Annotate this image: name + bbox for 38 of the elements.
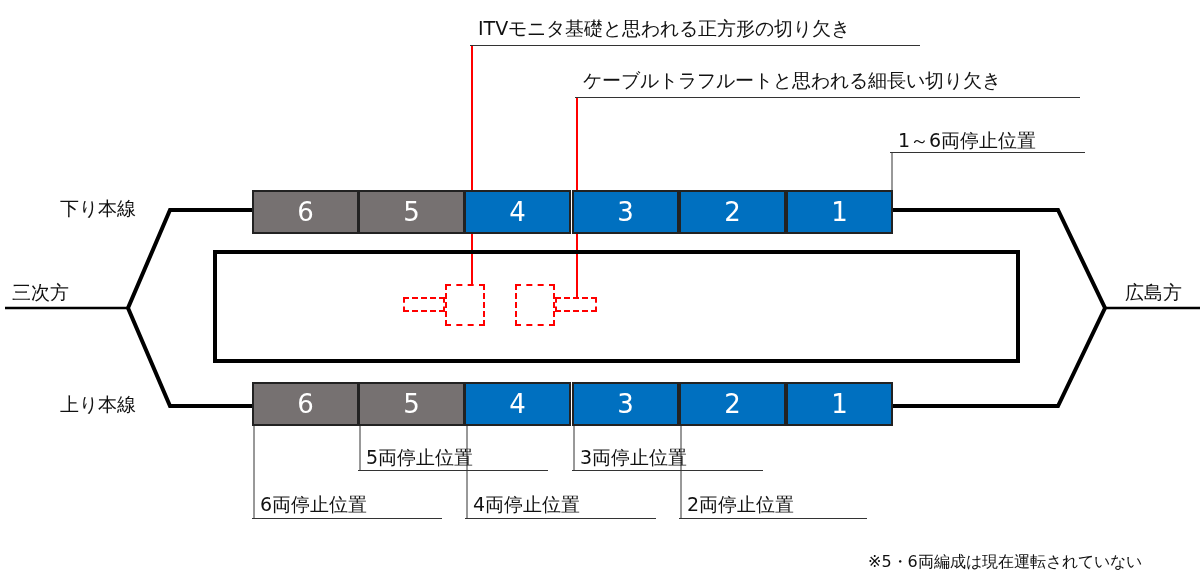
leader-line <box>891 152 893 191</box>
train-car: 1 <box>786 190 893 234</box>
leader-text: 2両停止位置 <box>679 492 867 519</box>
leader-text: 1～6両停止位置 <box>890 128 1085 153</box>
leader-line <box>253 425 255 520</box>
train-car: 6 <box>252 382 359 426</box>
direction-label: 三次方 <box>12 280 69 305</box>
leader-text: ITVモニタ基礎と思われる正方形の切り欠き <box>470 16 920 46</box>
leader-text: ケーブルトラフルートと思われる細長い切り欠き <box>575 68 1080 98</box>
platform <box>213 250 1020 363</box>
leader-text: 4両停止位置 <box>465 492 656 519</box>
leader-line <box>680 425 682 520</box>
train-car: 4 <box>464 382 571 426</box>
train-car: 5 <box>358 382 465 426</box>
direction-label: 広島方 <box>1125 280 1182 305</box>
line-label: 下り本線 <box>60 196 136 221</box>
leader-line <box>359 425 361 472</box>
track-line <box>893 208 1108 408</box>
cutout <box>445 284 485 326</box>
cutout <box>515 284 555 326</box>
train-car: 1 <box>786 382 893 426</box>
leader-text: 5両停止位置 <box>358 445 548 471</box>
track-line <box>125 208 252 408</box>
leader-line <box>466 425 468 520</box>
leader-line <box>573 425 575 472</box>
cutout <box>555 297 597 312</box>
train-car: 3 <box>572 190 679 234</box>
line-label: 上り本線 <box>60 392 136 417</box>
train-car: 4 <box>464 190 571 234</box>
train-car: 5 <box>358 190 465 234</box>
train-car: 3 <box>572 382 679 426</box>
train-car: 2 <box>679 382 786 426</box>
leader-text: 6両停止位置 <box>252 492 442 519</box>
note: ※5・6両編成は現在運転されていない <box>868 552 1142 573</box>
train-car: 2 <box>679 190 786 234</box>
leader-text: 3両停止位置 <box>572 445 763 471</box>
cutout <box>403 297 445 312</box>
train-car: 6 <box>252 190 359 234</box>
